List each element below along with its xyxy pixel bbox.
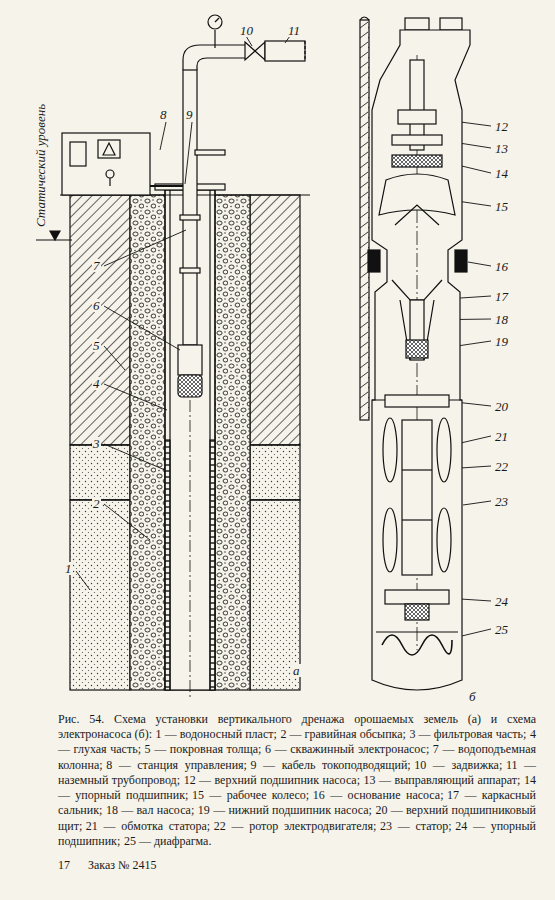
legend-item: 23 — статор; [380,819,452,833]
callout-number: 7 [92,259,101,272]
legend-item: 9 — кабель токоподводящий; [251,758,411,772]
legend-item: 2 — гравийная обсыпка; [280,727,406,741]
callout-number: 1 [64,562,73,575]
callout-number: 16 [494,260,509,273]
legend-item: 12 — верхний подшипник насоса; [184,773,360,787]
callout-number: 23 [494,495,509,508]
callout-number: 21 [494,430,509,443]
callout-number: 17 [494,290,509,303]
callout-number: 24 [494,595,509,608]
legend-item: 22 — ротор электродвигателя; [214,819,377,833]
legend-item: 15 — рабочее колесо; [192,788,309,802]
legend-item: 10 — задвижка; [414,758,502,772]
legend-item: 6 — скважинный электронасос; [265,742,429,756]
well-section [36,15,310,700]
page-footer: Заказ № 2415 [88,858,157,873]
callout-number: 13 [494,142,509,155]
callout-number: 9 [185,108,194,121]
callout-number: 8 [159,108,168,121]
pump-section [360,17,470,690]
callout-number: 22 [494,460,509,473]
legend-item: 5 — покровная толща; [145,742,262,756]
callout-number: 14 [494,167,509,180]
level-label: Статический уровень [34,103,47,228]
figure-caption: Рис. 54. Схема установки вертикального д… [58,712,536,849]
callout-number: 2 [92,497,101,510]
legend-item: 8 — станция управления; [106,758,247,772]
callout-number: 5 [92,339,101,352]
callout-number: а [292,664,301,677]
legend-item: 21 — обмотка статора; [86,819,210,833]
callout-number: 4 [92,377,101,390]
callout-number: б [468,690,477,703]
legend-item: 25 — диафрагма. [124,834,212,848]
page-footer: 17 [58,858,70,873]
legend-item: 19 — нижний подшипник насоса; [198,803,372,817]
callout-number: 10 [239,24,254,37]
callout-number: 19 [494,335,509,348]
callout-number: 6 [92,299,101,312]
callout-number: 20 [494,400,509,413]
legend-item: 1 — водоносный пласт; [156,727,277,741]
callout-number: 12 [494,120,509,133]
callout-number: 18 [494,313,509,326]
legend-item: 13 — выправляющий аппарат; [364,773,521,787]
callout-number: 25 [494,623,509,636]
callout-number: 15 [494,200,509,213]
callout-number: 3 [92,437,101,450]
legend-item: 18 — вал насоса; [106,803,194,817]
callout-number: 11 [287,24,301,37]
legend-item: 16 — основание насоса; [313,788,444,802]
legend-item: 3 — фильтровая часть; [409,727,526,741]
